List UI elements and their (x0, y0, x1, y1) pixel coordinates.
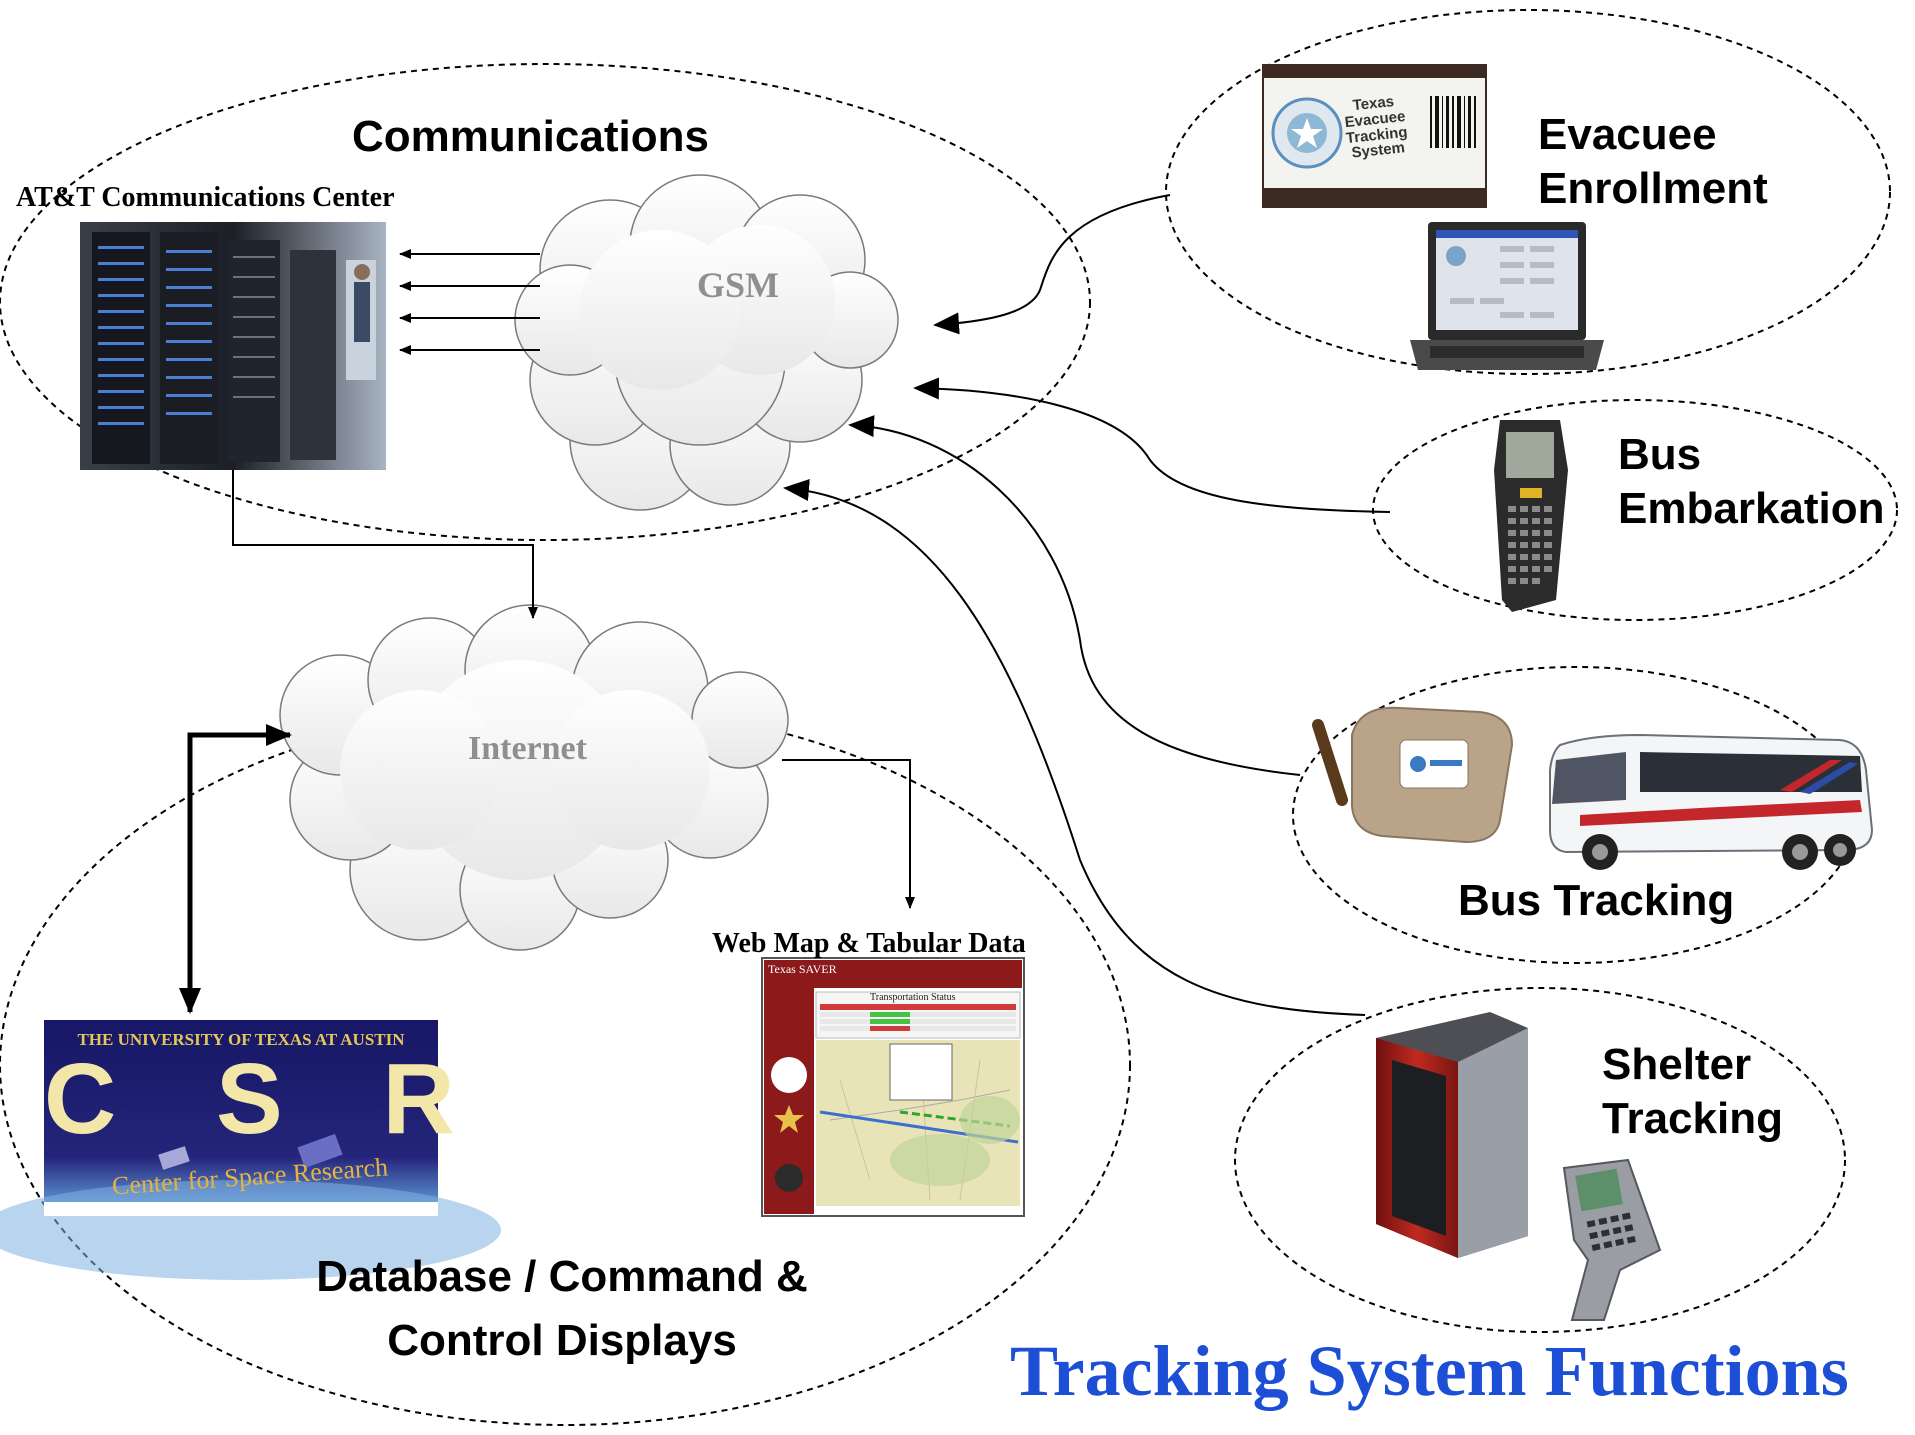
web-screen-header: Texas SAVER (768, 962, 837, 976)
gsm-label: GSM (697, 265, 780, 305)
evacuee-enrollment-ellipse (1165, 9, 1891, 375)
server-rack-photo (80, 222, 386, 470)
barcode-scanner-gun-icon (1562, 1158, 1662, 1321)
csr-logo (0, 1020, 501, 1280)
communications-group-label: Communications (352, 112, 709, 161)
evacuee-enrollment-label: Evacuee Enrollment (1538, 110, 1768, 213)
handheld-scanner-icon (1494, 420, 1568, 612)
bus-embarkation-label: Bus Embarkation (1618, 430, 1885, 533)
web-screen-panel-title: Transportation Status (870, 992, 956, 1003)
laptop-icon (1410, 222, 1604, 370)
gsm-to-att-arrows (399, 249, 540, 355)
wristband-text: Texas Evacuee Tracking System (1343, 93, 1409, 162)
internet-cloud-shape (279, 604, 789, 951)
page-title: Tracking System Functions (1010, 1331, 1849, 1411)
shelter-tracking-ellipse (1234, 987, 1846, 1333)
shelter-server-icon (1376, 1012, 1528, 1258)
csr-top-line: THE UNIVERSITY OF TEXAS AT AUSTIN (77, 1030, 405, 1049)
bus-icon (1549, 733, 1874, 870)
function-to-gsm-arrows (783, 194, 1391, 1016)
gps-tracker-icon (1312, 706, 1514, 844)
gsm-cloud-shape (514, 174, 899, 511)
shelter-tracking-label: Shelter Tracking (1602, 1040, 1783, 1143)
wristband-photo (1262, 64, 1487, 208)
web-map-label: Web Map & Tabular Data (712, 928, 1026, 959)
internet-to-webmap-connector (782, 759, 915, 909)
communications-ellipse (0, 63, 1091, 541)
csr-internet-connector (179, 724, 292, 1014)
att-to-internet-connector (232, 470, 538, 619)
web-map-screenshot (761, 957, 1025, 1217)
database-command-label: Database / Command & Control Displays (316, 1252, 808, 1365)
att-center-label: AT&T Communications Center (16, 182, 395, 213)
csr-letters: C S R (44, 1043, 491, 1155)
bus-tracking-label: Bus Tracking (1458, 876, 1735, 925)
bus-embarkation-ellipse (1372, 399, 1898, 621)
internet-label: Internet (468, 730, 587, 767)
